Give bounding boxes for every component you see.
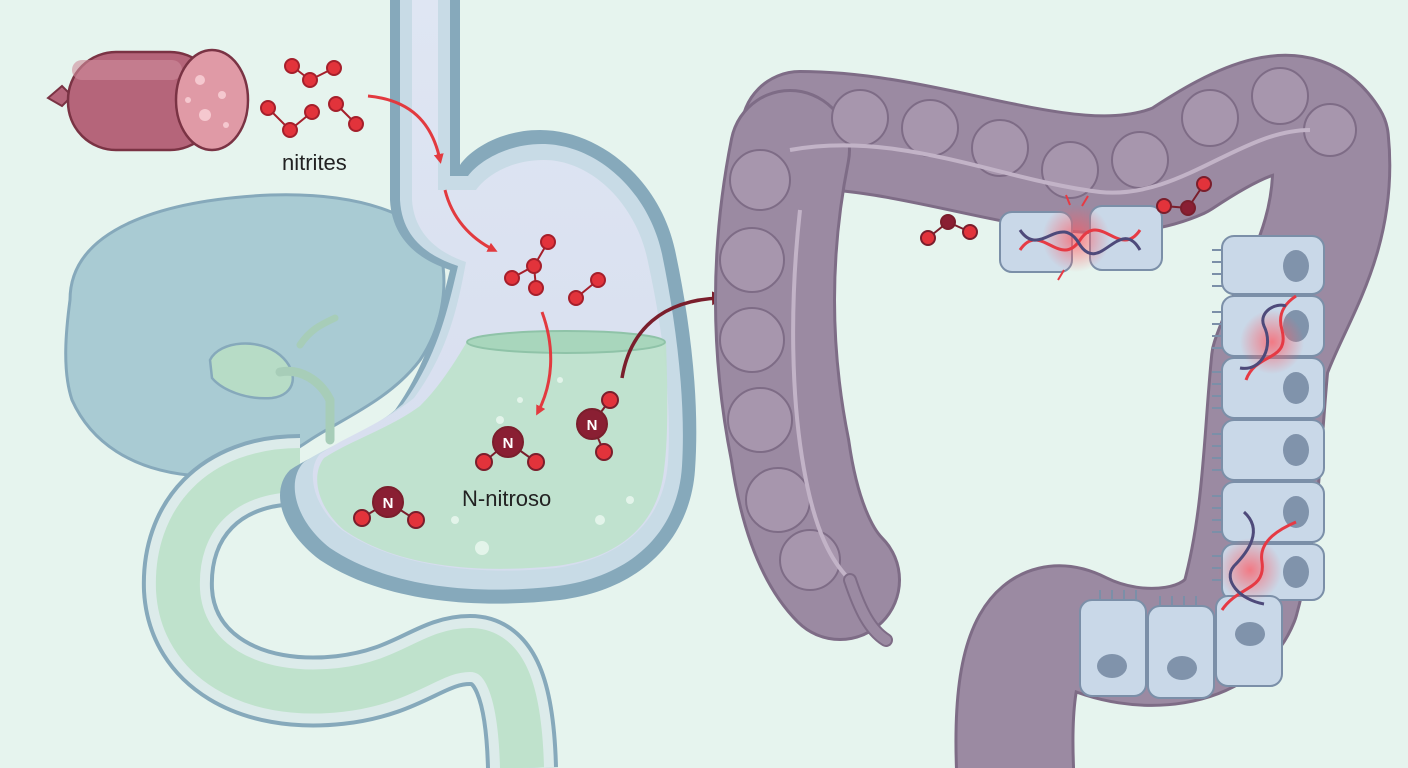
molecule-icon	[504, 234, 556, 296]
arrow-to-fluid	[536, 311, 553, 416]
molecule-icon	[353, 486, 425, 529]
cell-icon	[1221, 419, 1325, 481]
cell-icon	[1147, 605, 1215, 699]
molecule-icon	[568, 272, 606, 306]
arrow-nitrites-to-esophagus	[367, 94, 444, 164]
liver	[64, 193, 446, 478]
n-nitroso-molecules: N N N	[353, 391, 619, 529]
dna-icon	[1239, 294, 1297, 381]
nitrogen-symbol: N	[503, 435, 514, 452]
molecule-icon	[920, 214, 978, 246]
nitrite-molecules	[260, 58, 364, 138]
cell-icon	[1079, 599, 1147, 697]
duodenum	[141, 434, 558, 768]
molecule-icon	[328, 96, 364, 132]
stomach-nitrite-molecules	[504, 234, 606, 306]
cell-icon	[1215, 595, 1283, 687]
dna-icon	[1220, 510, 1297, 611]
molecule-icon	[576, 391, 619, 461]
cell-icon	[1221, 235, 1325, 295]
molecule-icon	[260, 100, 320, 138]
nitrogen-symbol: N	[587, 417, 598, 434]
nitrogen-symbol: N	[383, 495, 394, 512]
dna-icon	[1018, 228, 1142, 256]
molecule-icon	[1156, 176, 1212, 216]
cell-icon	[1221, 481, 1325, 543]
dna-damage-lower	[1218, 510, 1297, 611]
arrow-stomach-to-colon	[620, 291, 726, 379]
cell-icon	[1221, 357, 1325, 419]
dna-damage-middle	[1239, 294, 1304, 381]
n-nitroso-label: N-nitroso	[462, 486, 551, 511]
nitrites-label: nitrites	[282, 150, 347, 175]
sausage-icon	[46, 48, 250, 152]
colon-molecules	[920, 176, 1212, 246]
molecule-icon	[475, 426, 545, 471]
gallbladder	[208, 314, 339, 445]
dna-damage-top	[999, 194, 1163, 281]
molecule-icon	[284, 58, 342, 88]
arrow-esophagus-to-stomach	[443, 189, 498, 252]
